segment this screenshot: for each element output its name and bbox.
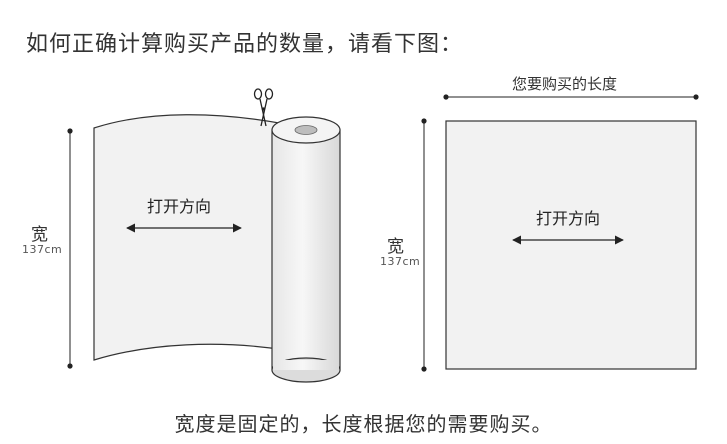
- fabric-roll: [271, 116, 341, 383]
- left-width-dimension: [67, 128, 73, 369]
- right-width-value: 137cm: [380, 255, 421, 268]
- left-fabric-sheet: [93, 114, 286, 361]
- left-width-value: 137cm: [22, 243, 63, 256]
- right-length-dimension: [443, 94, 699, 100]
- right-length-label: 您要购买的长度: [512, 75, 618, 93]
- right-fabric-sheet: [445, 120, 697, 370]
- left-width-label: 宽: [31, 225, 48, 245]
- left-direction-label: 打开方向: [147, 197, 212, 216]
- right-direction-label: 打开方向: [536, 209, 601, 228]
- right-width-dimension: [421, 118, 427, 372]
- right-width-label: 宽: [387, 237, 404, 257]
- scissors-icon: [253, 88, 274, 127]
- footer-note: 宽度是固定的，长度根据您的需要购买。: [174, 412, 553, 436]
- page-title: 如何正确计算购买产品的数量，请看下图：: [26, 32, 464, 57]
